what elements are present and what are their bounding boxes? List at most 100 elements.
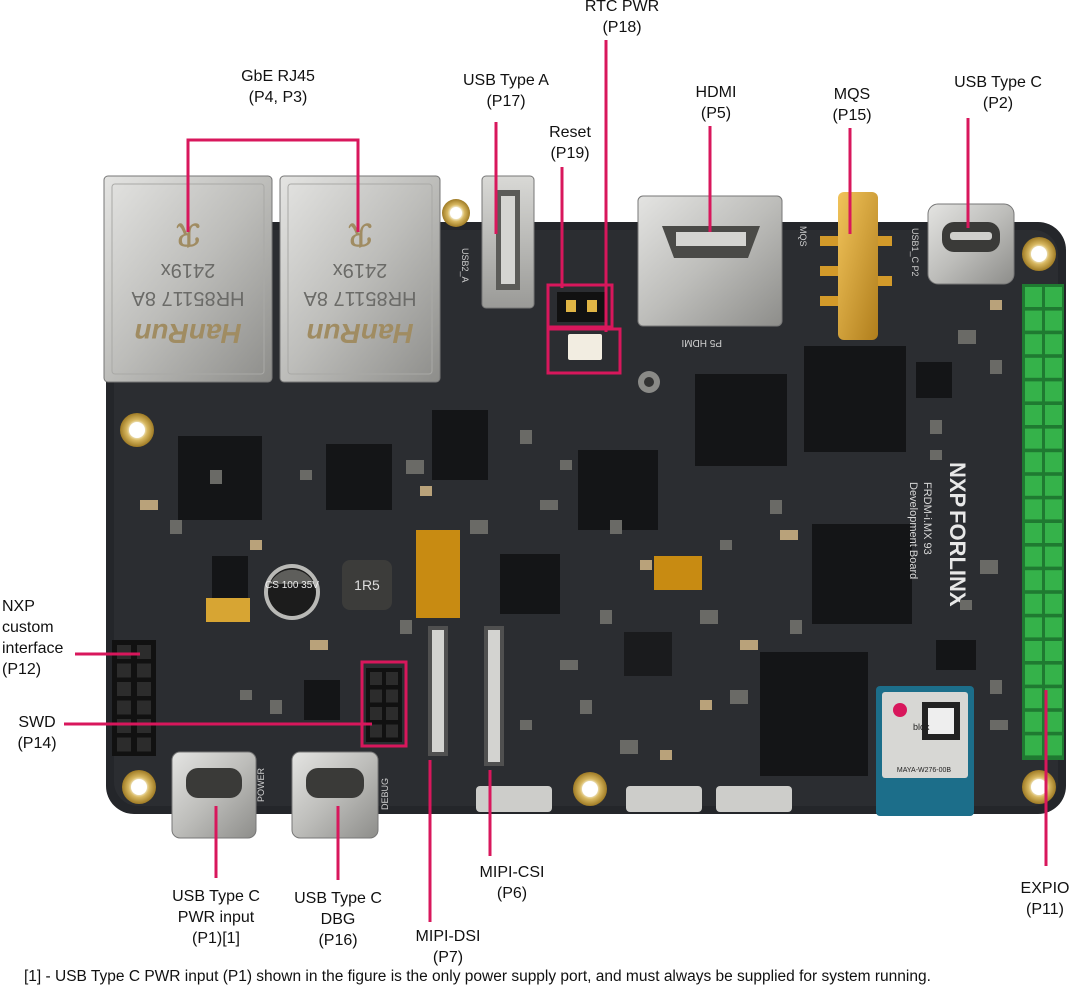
expio-pin [1045,735,1062,756]
button-k3 [716,786,792,812]
nxp-custom-header [112,640,156,756]
label-usb-type-a: USB Type A (P17) [446,70,566,112]
expio-pin [1045,688,1062,709]
expio-pin [1025,475,1042,496]
swd-pin [370,689,382,703]
rj45-left-part: HR85117 8A [131,287,245,309]
mqs-audio-jack [820,192,892,340]
nxp-custom-pin [137,645,151,659]
passive-components [140,300,1008,760]
nxp-custom-pin [137,663,151,678]
nxp-custom-pin [117,682,131,696]
expio-pin [1045,711,1062,732]
expio-pin [1025,405,1042,425]
rj45-left-date: 2419x [161,259,216,281]
passive-part [420,486,432,496]
expio-pin [1025,452,1042,473]
expio-pin [1025,711,1042,732]
passive-part [770,500,782,514]
rj45-right-connector: ℛ 2419x HR85117 8A HanRun [279,175,441,383]
wifi-module: blox MAYA-W276-00B [876,686,974,816]
label-reset-ref: (P19) [550,145,590,162]
rj45-left-brand: HanRun [134,318,241,349]
swd-pin [386,724,398,738]
silk-nxp: NXP [945,462,970,507]
rtc-connector [568,334,602,360]
usb-c-p2-connector [927,203,1015,285]
swd-pin [370,707,382,720]
passive-part [560,660,578,670]
label-swd-ref: (P14) [17,735,57,752]
expio-pin [1025,287,1042,307]
passive-part [620,740,638,754]
nxp-custom-pin [137,719,151,733]
label-usb-type-a-ref: (P17) [486,93,526,110]
rj45-right-ul: ℛ [348,217,372,250]
passive-part [250,540,262,550]
passive-part [170,520,182,534]
expio-pin [1025,735,1042,756]
passive-part [720,540,732,550]
swd-pin [370,724,382,738]
expio-pin [1045,570,1062,591]
usb-c-dbg-connector [291,751,379,839]
label-mipi-csi-name: MIPI-CSI [479,864,545,881]
label-mqs: MQS (P15) [812,84,892,126]
silk-board-name: FRDM-i.MX 93 [921,482,933,555]
expio-pin [1045,428,1062,449]
label-hdmi-ref: (P5) [700,105,732,122]
label-mipi-csi: MIPI-CSI (P6) [462,862,562,904]
label-expio-ref: (P11) [1026,901,1064,918]
nxp-custom-header-body [112,640,156,756]
passive-part [930,420,942,434]
label-rtc-pwr-name: RTC PWR [584,0,660,15]
nxp-custom-pin [117,645,131,659]
callout-lines [64,40,1048,922]
passive-part [740,640,758,650]
passive-part [958,330,976,344]
passive-part [560,460,572,470]
silk-mqs: MQS [798,226,808,247]
passive-part [960,600,972,610]
passive-part [140,500,158,510]
silk-usb1: USB1_C P2 [910,228,920,277]
passive-part [520,720,532,730]
passive-part [930,450,942,460]
button-on [476,786,552,812]
label-usb-pwr-l1: USB Type C [172,888,260,905]
expio-pin [1045,523,1062,543]
label-usb-type-c-name: USB Type C [954,74,1042,91]
rtc-highlight-box [546,327,622,375]
expio-pin [1025,617,1042,638]
rj45-right-part: HR85117 8A [303,287,417,309]
expio-pin [1045,310,1062,331]
gbe-leader-line [186,138,360,232]
capacitor-text: CS 100 35V [265,580,319,591]
expio-pin [1025,334,1042,355]
reset-header [557,292,607,322]
dip-switch-3 [206,598,250,622]
nxp-custom-pin [137,700,151,715]
label-reset: Reset (P19) [528,122,612,164]
label-usb-dbg-ref: (P16) [318,932,358,949]
passive-part [990,720,1008,730]
silk-debug: DEBUG [380,778,390,810]
expio-pin [1045,617,1062,638]
expio-pin [1045,546,1062,567]
button-k2 [626,786,702,812]
nxp-custom-pin [117,663,131,678]
silk-usb2: USB2_A [460,248,470,283]
nxp-custom-pin [117,700,131,715]
silk-power: POWER [256,767,266,802]
passive-part [600,610,612,624]
expio-pin [1025,357,1042,378]
passive-part [610,520,622,534]
nxp-custom-pin [137,682,151,696]
nxp-custom-pin [117,719,131,733]
rj45-right-brand: HanRun [306,318,413,349]
passive-part [240,690,252,700]
expio-pin [1025,688,1042,709]
expio-pin [1025,664,1042,685]
label-usb-pwr: USB Type C PWR input (P1)[1] [160,886,272,949]
